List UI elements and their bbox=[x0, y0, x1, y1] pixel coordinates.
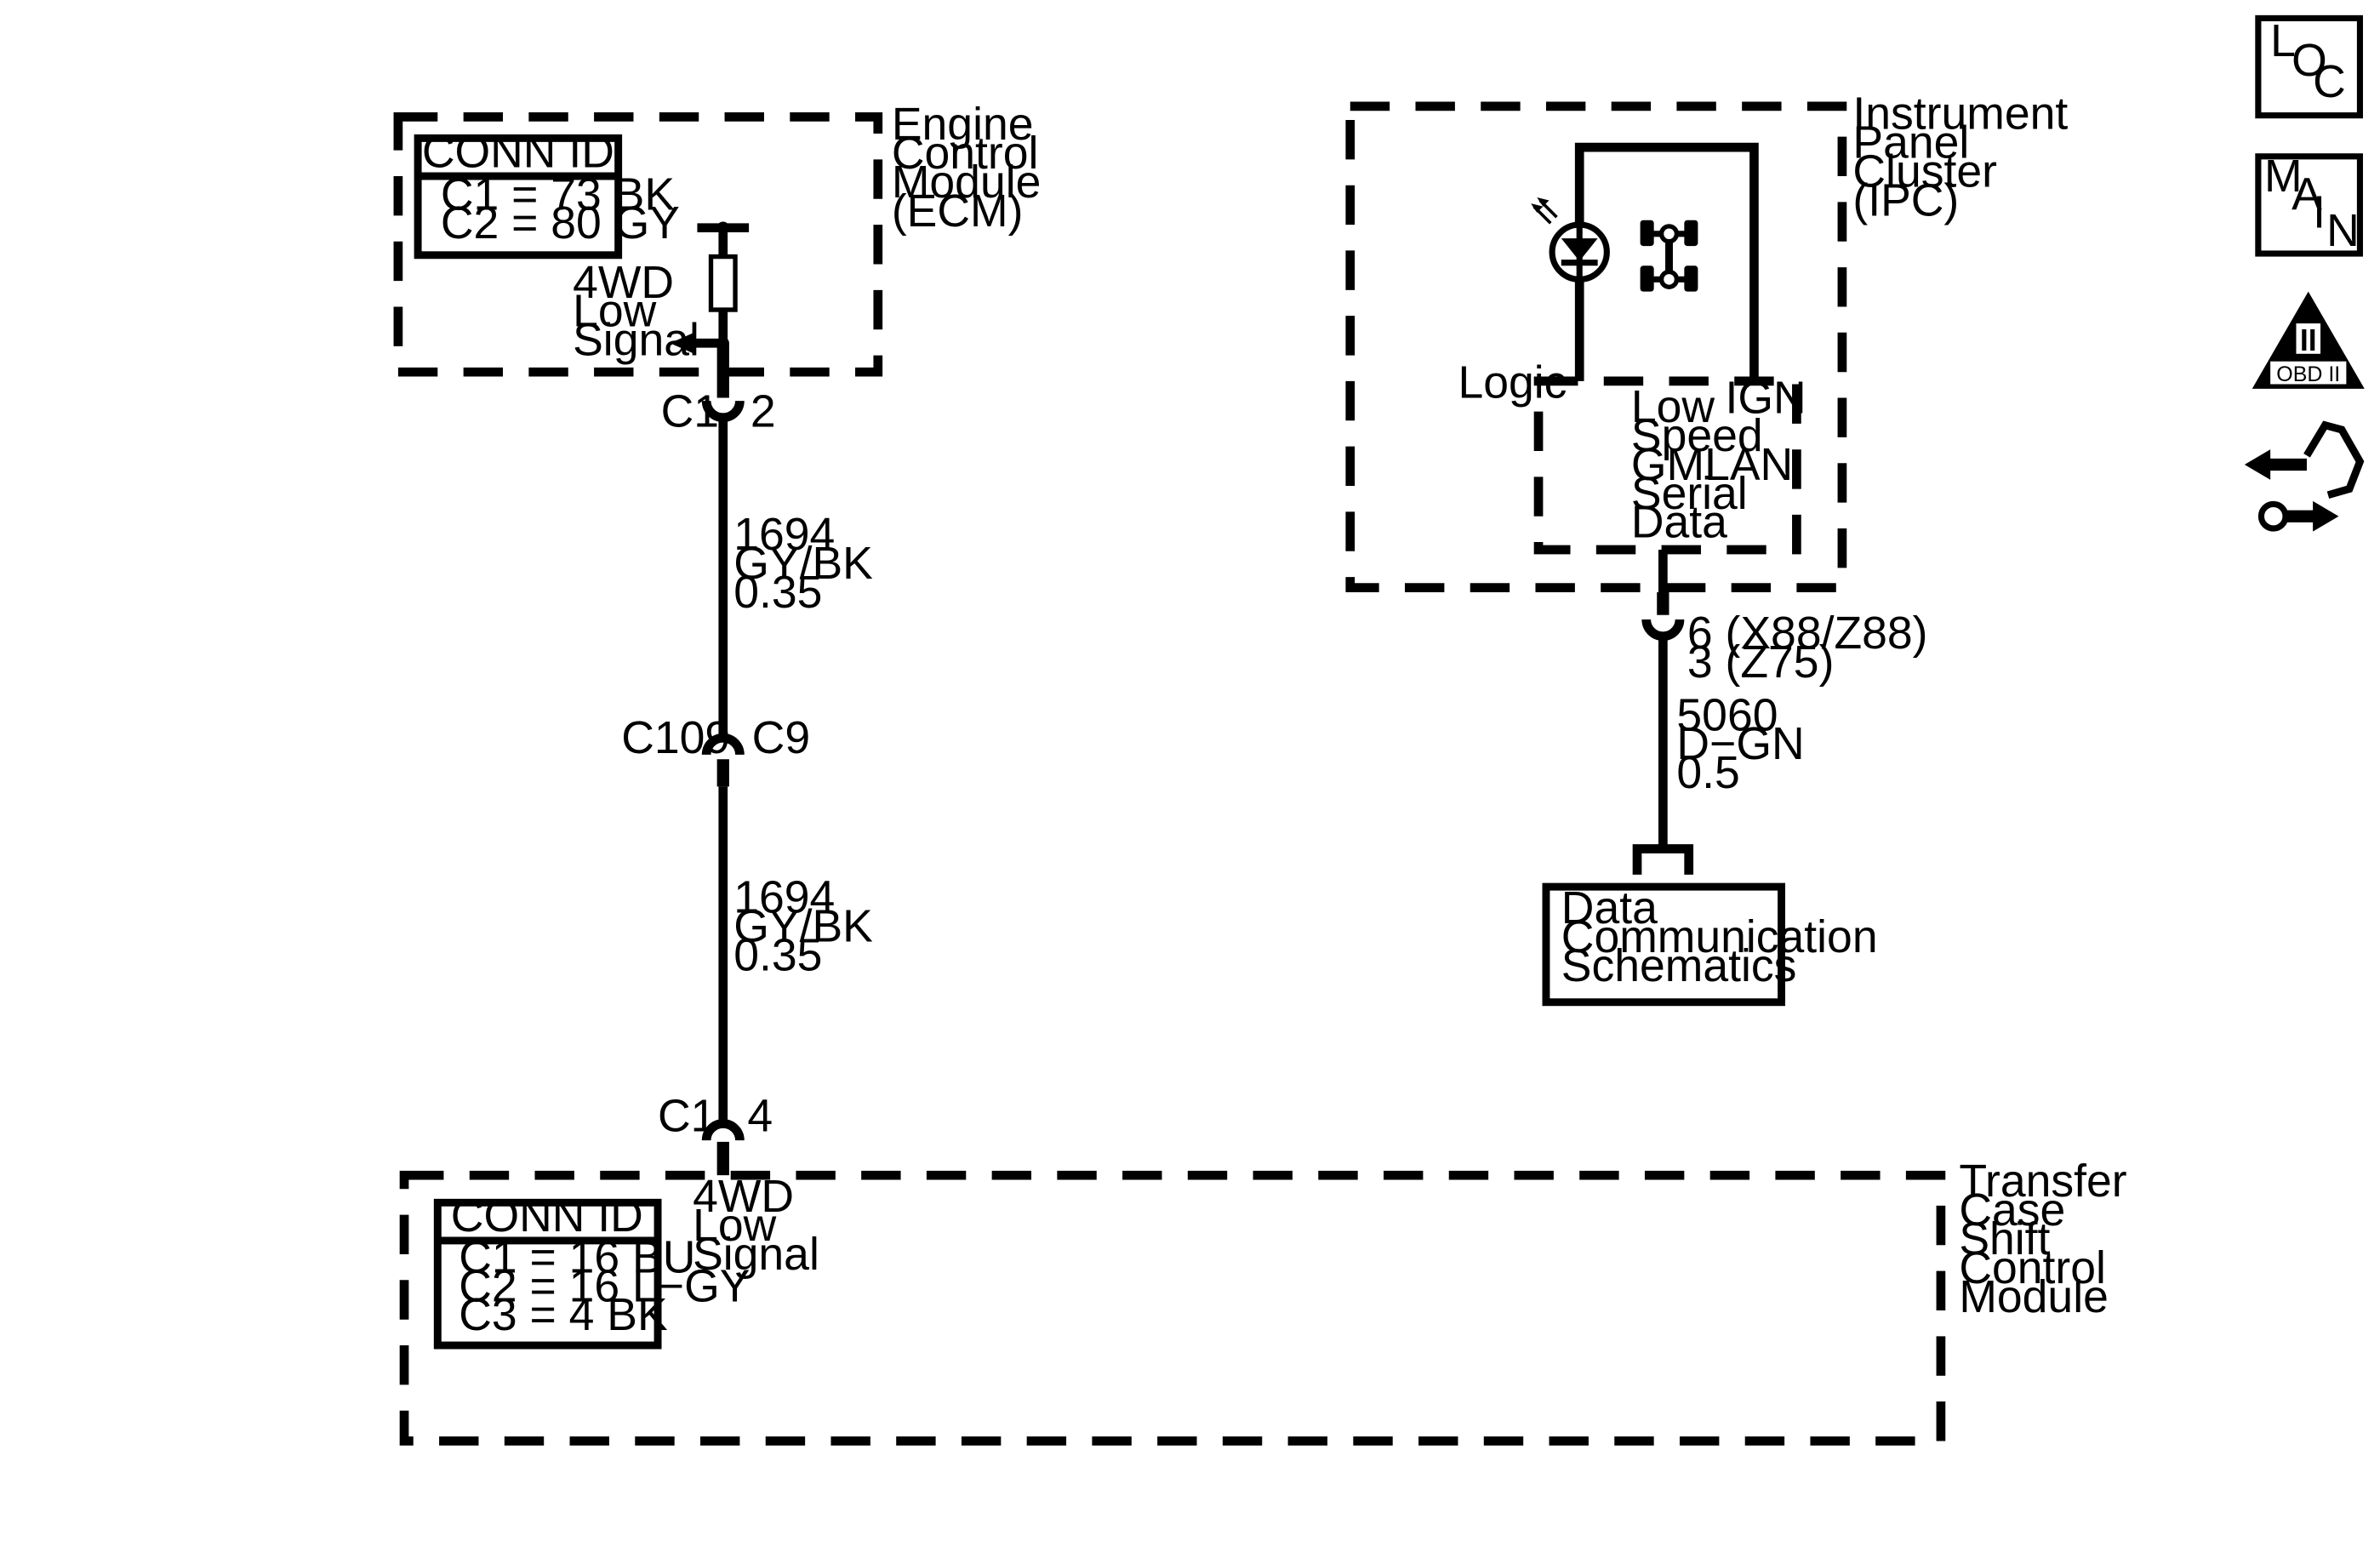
4wd-low-indicator-icon bbox=[1640, 220, 1698, 292]
ecm-label-line: (ECM) bbox=[892, 186, 1024, 237]
wire-circuit-number: 5060 bbox=[1676, 690, 1778, 740]
data-communication-schematics-link[interactable]: Data Communication Schematics bbox=[1542, 844, 1878, 1007]
ipc-module: Instrument Panel Cluster (IPC) bbox=[1345, 89, 2068, 592]
serial-data-block: Logic IGN Low Speed GMLAN Serial Data bbox=[1458, 358, 1806, 555]
ecm-boundary bbox=[393, 112, 883, 377]
signal-label-line: 4WD bbox=[573, 258, 674, 308]
connector-name: C1 bbox=[661, 386, 719, 437]
tcscm-label-line: Module bbox=[1959, 1272, 2109, 1322]
main-letter: N bbox=[2326, 206, 2360, 256]
loc-letter: O bbox=[2292, 36, 2327, 86]
wire-gauge: 0.35 bbox=[733, 568, 822, 618]
wire-1694-lower: 1694 GY/BK 0.35 bbox=[718, 786, 873, 1121]
tcscm-label-line: Case bbox=[1959, 1185, 2065, 1236]
tcscm-label-line: Transfer bbox=[1959, 1156, 2126, 1207]
wire-gauge: 0.35 bbox=[733, 930, 822, 980]
led-bulb-icon bbox=[1531, 197, 1610, 283]
obd-numeral: II bbox=[2300, 323, 2317, 357]
tcscm-label-line: Control bbox=[1959, 1243, 2106, 1293]
pull-up-resistor-icon bbox=[697, 221, 750, 350]
wire-circuit-number: 1694 bbox=[733, 510, 835, 560]
logic-label: Logic bbox=[1458, 358, 1567, 408]
ecm-signal-label: 4WD Low Signal bbox=[573, 258, 699, 366]
ipc-boundary bbox=[1345, 101, 1847, 592]
wire-1694-upper: 1694 GY/BK 0.35 bbox=[718, 417, 873, 735]
ecm-label-line: Control bbox=[892, 128, 1039, 179]
inline-connector-c109: C109 C9 bbox=[621, 713, 810, 787]
tcscm-conn-id-box: CONN ID C1 = 16 BU C2 = 16 L−GY C3 = 4 B… bbox=[433, 1191, 750, 1350]
obd-ii-button[interactable]: II OBD II bbox=[2252, 291, 2365, 389]
conn-id-line: C2 = 80 GY bbox=[441, 198, 680, 248]
tcscm-label-line: Shift bbox=[1959, 1214, 2050, 1264]
loc-letter: C bbox=[2313, 57, 2346, 107]
ecm-label-line: Module bbox=[892, 157, 1042, 208]
main-letter: A bbox=[2292, 169, 2322, 220]
ecm-signal-arrow-icon bbox=[670, 332, 723, 354]
wire-gauge: 0.5 bbox=[1676, 748, 1739, 798]
signal-label-line: Low bbox=[573, 287, 657, 337]
wire-color: GY/BK bbox=[733, 539, 873, 589]
main-button[interactable]: M A I N bbox=[2255, 151, 2363, 257]
conn-id-title: CONN ID bbox=[422, 127, 614, 177]
conn-id-line: C1 = 16 BU bbox=[459, 1232, 695, 1282]
loc-letter: L bbox=[2270, 16, 2296, 66]
hand-arrows-icon[interactable] bbox=[2244, 420, 2365, 532]
tcscm-connector-c1-pin-4: C1 4 bbox=[658, 1091, 773, 1176]
conn-id-line: C3 = 4 BK bbox=[459, 1290, 668, 1340]
inline-connector-right-label: C9 bbox=[752, 713, 810, 763]
signal-label-line: Signal bbox=[693, 1230, 819, 1280]
data-comm-label-line: Data bbox=[1561, 883, 1658, 933]
ipc-label-line: (IPC) bbox=[1852, 175, 1959, 225]
serial-label-line: Serial bbox=[1631, 469, 1748, 519]
ecm-label: Engine Control Module (ECM) bbox=[892, 100, 1042, 237]
connector-pin: 4 bbox=[747, 1091, 773, 1141]
signal-label-line: 4WD bbox=[693, 1172, 794, 1222]
signal-label-line: Low bbox=[693, 1201, 777, 1251]
wire-color: GY/BK bbox=[733, 901, 873, 951]
ipc-label: Instrument Panel Cluster (IPC) bbox=[1852, 89, 2068, 226]
wire-circuit-number: 1694 bbox=[733, 872, 835, 922]
ign-label: IGN bbox=[1726, 373, 1806, 423]
data-comm-label-line: Schematics bbox=[1561, 941, 1797, 991]
wire-5060: 5060 D−GN 0.5 bbox=[1658, 636, 1805, 849]
conn-id-title: CONN ID bbox=[451, 1191, 643, 1241]
wire-color: D−GN bbox=[1676, 719, 1804, 769]
connector-pin: 6 (X88/Z88) bbox=[1687, 608, 1928, 659]
serial-label-line: Low bbox=[1631, 382, 1715, 432]
tcscm-label: Transfer Case Shift Control Module bbox=[1959, 1156, 2126, 1322]
ipc-label-line: Panel bbox=[1852, 118, 1969, 168]
inline-connector-left-label: C109 bbox=[621, 713, 730, 763]
signal-label-line: Signal bbox=[573, 316, 699, 366]
obd-label: OBD II bbox=[2276, 362, 2340, 386]
ecm-connector-c1-pin-2: C1 2 bbox=[661, 343, 776, 437]
loc-button[interactable]: L O C bbox=[2255, 14, 2363, 119]
data-comm-label-line: Communication bbox=[1561, 912, 1878, 962]
serial-label-line: Data bbox=[1631, 498, 1727, 548]
ecm-conn-id-box: CONN ID C1 = 73 BK C2 = 80 GY bbox=[414, 127, 680, 260]
ipc-label-line: Cluster bbox=[1852, 146, 1997, 197]
ecm-label-line: Engine bbox=[892, 100, 1034, 150]
ecm-module: Engine Control Module (ECM) CONN ID C1 =… bbox=[393, 100, 1042, 377]
conn-id-line: C2 = 16 L−GY bbox=[459, 1261, 750, 1311]
ipc-label-line: Instrument bbox=[1852, 89, 2068, 140]
connector-pin: 2 bbox=[751, 386, 776, 437]
main-letter: I bbox=[2313, 188, 2326, 238]
connector-pin: 3 (Z75) bbox=[1687, 637, 1835, 688]
serial-label-line: GMLAN bbox=[1631, 440, 1793, 490]
conn-id-line: C1 = 73 BK bbox=[441, 169, 675, 220]
serial-label-line: Speed bbox=[1631, 411, 1763, 461]
ipc-connector-pin: 6 (X88/Z88) 3 (Z75) bbox=[1641, 549, 1928, 688]
tcscm-signal-label: 4WD Low Signal bbox=[693, 1172, 819, 1280]
tcscm-module: 4WD Low Signal CONN ID C1 = 16 BU C2 = 1… bbox=[399, 1156, 2127, 1446]
connector-name: C1 bbox=[658, 1091, 716, 1141]
main-letter: M bbox=[2264, 151, 2303, 202]
tcscm-boundary bbox=[399, 1170, 1946, 1446]
